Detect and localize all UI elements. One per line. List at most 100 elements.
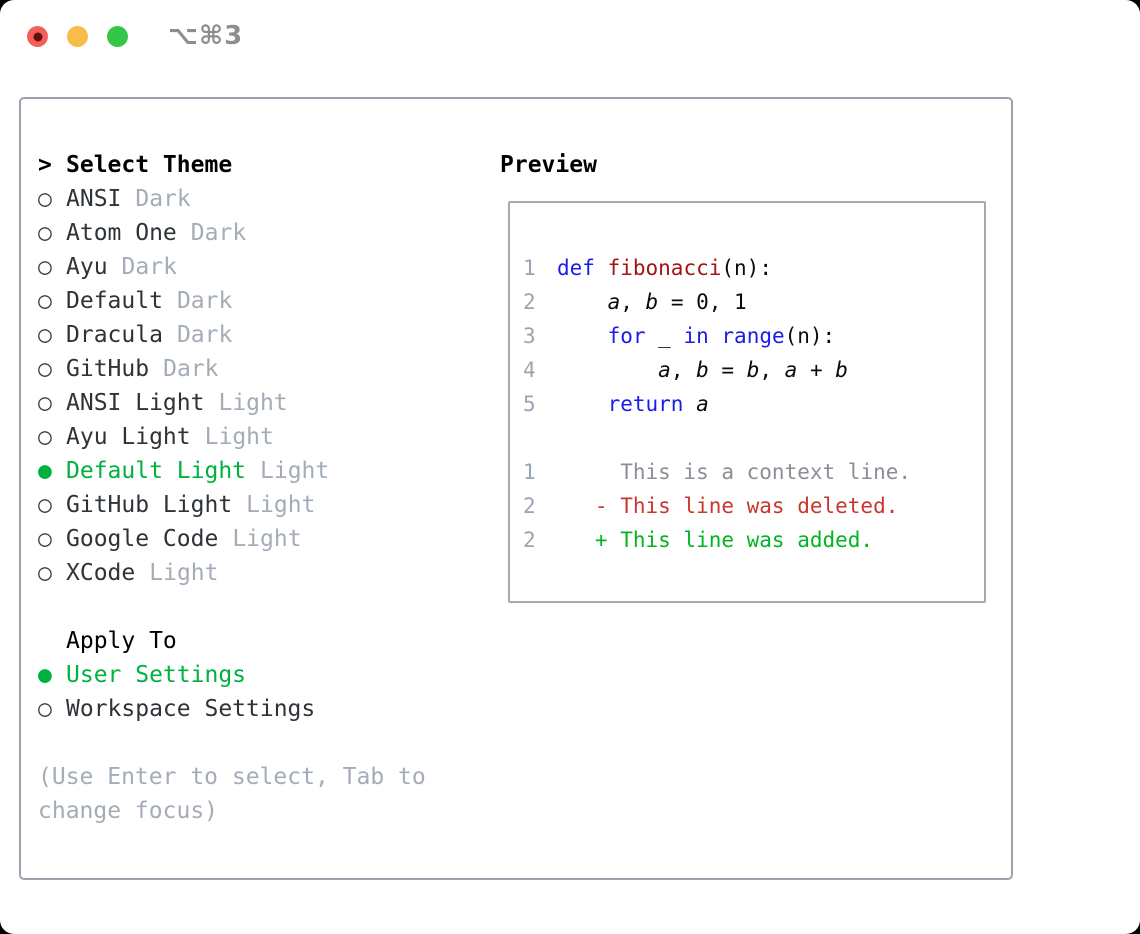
theme-name: XCode — [66, 560, 136, 586]
radio-unselected-icon: ○ — [38, 322, 52, 348]
close-button[interactable] — [27, 26, 48, 47]
theme-tag: Dark — [176, 288, 233, 314]
theme-tag: Dark — [190, 220, 247, 246]
diff-line-del: 2 - This line was deleted. — [523, 489, 984, 523]
radio-selected-icon: ● — [38, 662, 52, 688]
indent — [38, 628, 66, 654]
code-token — [557, 290, 608, 314]
theme-name: GitHub Light — [66, 492, 233, 518]
code-token: a — [658, 358, 671, 382]
radio-unselected-icon: ○ — [38, 288, 52, 314]
code-token: (n): — [784, 324, 836, 348]
code-token — [709, 324, 722, 348]
radio-unselected-icon: ○ — [38, 526, 52, 552]
radio-unselected-icon: ○ — [38, 492, 52, 518]
code-line: 3 for _ in range(n): — [523, 319, 984, 353]
code-token: def — [557, 256, 595, 280]
code-token: for — [607, 324, 646, 348]
radio-unselected-icon: ○ — [38, 696, 52, 722]
line-number: 5 — [523, 392, 536, 416]
radio-unselected-icon: ○ — [38, 186, 52, 212]
line-number: 3 — [523, 324, 536, 348]
code-line: 4 a, b = b, a + b — [523, 353, 984, 387]
radio-unselected-icon: ○ — [38, 356, 52, 382]
code-token: b — [835, 358, 848, 382]
radio-selected-icon: ● — [38, 458, 52, 484]
line-number: 2 — [523, 290, 536, 314]
line-number: 1 — [523, 256, 536, 280]
theme-tag: Dark — [176, 322, 233, 348]
theme-name: ANSI Light — [66, 390, 205, 416]
radio-unselected-icon: ○ — [38, 254, 52, 280]
code-token: a — [607, 290, 621, 314]
theme-tag: Dark — [163, 356, 219, 382]
theme-option-default-light[interactable]: ● Default Light Light — [38, 454, 426, 488]
traffic-lights — [27, 26, 128, 47]
gap — [38, 590, 426, 624]
theme-tag: Light — [232, 526, 302, 552]
keyboard-shortcut-label: ⌥⌘3 — [168, 21, 244, 51]
theme-option-atom-one[interactable]: ○ Atom One Dark — [38, 216, 426, 250]
gap — [523, 421, 984, 455]
line-number: 1 — [523, 460, 536, 484]
diff-text: - This line was deleted. — [557, 494, 899, 518]
theme-name: Atom One — [66, 220, 177, 246]
diff-text: This is a context line. — [557, 460, 912, 484]
code-token: fibonacci — [607, 256, 722, 280]
theme-name: Ayu Light — [66, 424, 191, 450]
theme-tag: Dark — [135, 186, 191, 212]
line-number: 2 — [523, 494, 536, 518]
code-token: = — [708, 358, 747, 382]
diff-line-add: 2 + This line was added. — [523, 523, 984, 557]
apply-to-header-label: Apply To — [66, 628, 177, 654]
theme-option-ansi-light[interactable]: ○ ANSI Light Light — [38, 386, 426, 420]
theme-tag: Light — [260, 458, 330, 484]
line-number: 2 — [523, 528, 536, 552]
theme-name: Google Code — [66, 526, 219, 552]
theme-tag: Light — [218, 390, 288, 416]
theme-option-default[interactable]: ○ Default Dark — [38, 284, 426, 318]
code-token: , — [620, 290, 646, 314]
code-token: b — [696, 358, 709, 382]
theme-name: Default — [66, 288, 163, 314]
theme-tag: Light — [246, 492, 316, 518]
prompt-icon: > — [38, 152, 52, 178]
minimize-button[interactable] — [67, 26, 88, 47]
theme-option-dracula[interactable]: ○ Dracula Dark — [38, 318, 426, 352]
gap — [38, 726, 426, 760]
hint-line-1: (Use Enter to select, Tab to — [38, 764, 426, 790]
theme-option-github-light[interactable]: ○ GitHub Light Light — [38, 488, 426, 522]
radio-unselected-icon: ○ — [38, 390, 52, 416]
apply-option-user-settings[interactable]: ● User Settings — [38, 658, 426, 692]
theme-option-google-code[interactable]: ○ Google Code Light — [38, 522, 426, 556]
code-token: _ — [645, 324, 684, 348]
theme-name: Default Light — [66, 458, 247, 484]
code-token: a — [784, 358, 798, 382]
apply-option-workspace-settings[interactable]: ○ Workspace Settings — [38, 692, 426, 726]
code-token: b — [746, 358, 760, 382]
theme-name: Dracula — [66, 322, 163, 348]
diff-text: + This line was added. — [557, 528, 874, 552]
code-token: return — [607, 392, 684, 416]
code-token: range — [721, 324, 785, 348]
theme-tag: Light — [149, 560, 219, 586]
record-dot-icon — [33, 32, 42, 41]
radio-unselected-icon: ○ — [38, 220, 52, 246]
hint-line-2: change focus) — [38, 798, 219, 824]
apply-option-label: User Settings — [66, 662, 247, 688]
code-token — [557, 324, 608, 348]
apply-option-label: Workspace Settings — [66, 696, 316, 722]
code-token — [557, 358, 658, 382]
theme-option-ansi[interactable]: ○ ANSI Dark — [38, 182, 426, 216]
theme-name: ANSI — [66, 186, 122, 212]
zoom-button[interactable] — [107, 26, 128, 47]
